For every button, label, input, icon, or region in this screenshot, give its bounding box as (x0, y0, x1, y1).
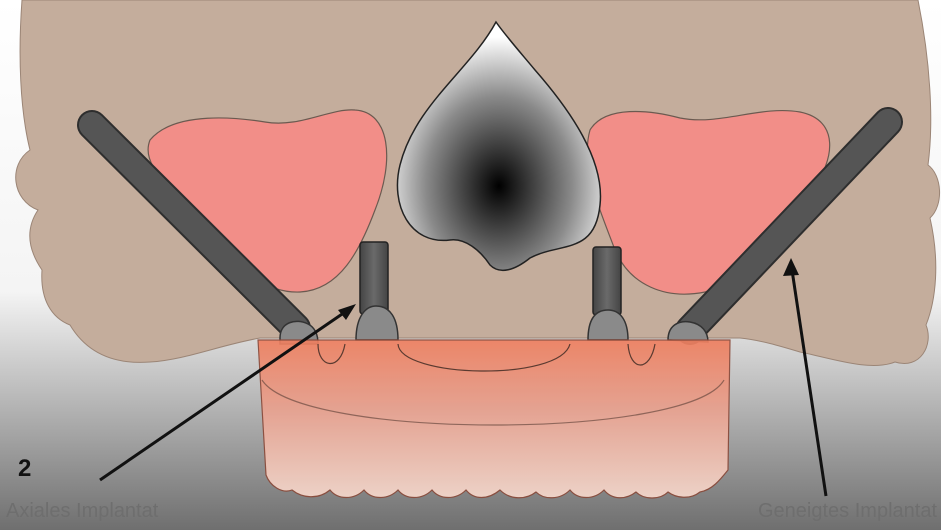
right-axial-implant (593, 247, 621, 315)
axial-implant-label: Axiales Implantat (6, 500, 158, 523)
left-axial-implant (360, 242, 388, 314)
figure-number: 2 (18, 455, 31, 483)
tilted-implant-label: Geneigtes Implantat (758, 500, 937, 523)
